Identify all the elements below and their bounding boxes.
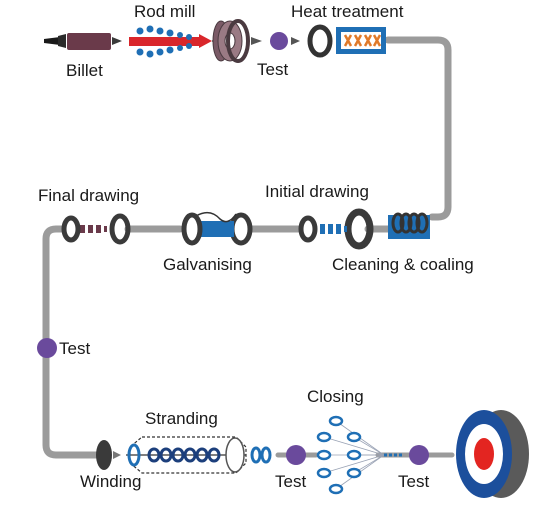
stranding-icon bbox=[126, 436, 272, 474]
label-galvanising: Galvanising bbox=[163, 255, 252, 274]
test-2-marker bbox=[37, 338, 57, 358]
initial-drawing-icon bbox=[298, 208, 374, 250]
flow-pipes bbox=[42, 36, 455, 459]
winding-icon bbox=[96, 440, 121, 470]
label-billet: Billet bbox=[66, 61, 103, 80]
test-3-marker bbox=[286, 445, 306, 465]
heat-treatment-icon bbox=[307, 24, 386, 58]
label-test-1: Test bbox=[257, 60, 288, 79]
pipe-top-row bbox=[384, 36, 452, 221]
closing-icon bbox=[316, 415, 404, 495]
test-4-marker bbox=[409, 445, 429, 465]
label-closing: Closing bbox=[307, 387, 364, 406]
label-test-3: Test bbox=[275, 472, 306, 491]
label-winding: Winding bbox=[80, 472, 141, 491]
label-cleaning-coating: Cleaning & coaling bbox=[332, 255, 474, 274]
final-drawing-icon bbox=[61, 213, 131, 245]
label-rod-mill: Rod mill bbox=[134, 2, 195, 21]
label-test-4: Test bbox=[398, 472, 429, 491]
rod-mill-icon bbox=[129, 19, 250, 63]
label-initial-drawing: Initial drawing bbox=[265, 182, 369, 201]
label-heat-treatment: Heat treatment bbox=[291, 2, 404, 21]
test-1-marker bbox=[251, 32, 300, 50]
finished-rope-reel-icon bbox=[456, 410, 529, 498]
label-test-2: Test bbox=[59, 339, 90, 358]
label-stranding: Stranding bbox=[145, 409, 218, 428]
galvanising-icon bbox=[181, 211, 253, 246]
label-final-drawing: Final drawing bbox=[38, 186, 139, 205]
cleaning-coating-icon bbox=[388, 212, 430, 239]
billet-icon bbox=[44, 33, 122, 50]
